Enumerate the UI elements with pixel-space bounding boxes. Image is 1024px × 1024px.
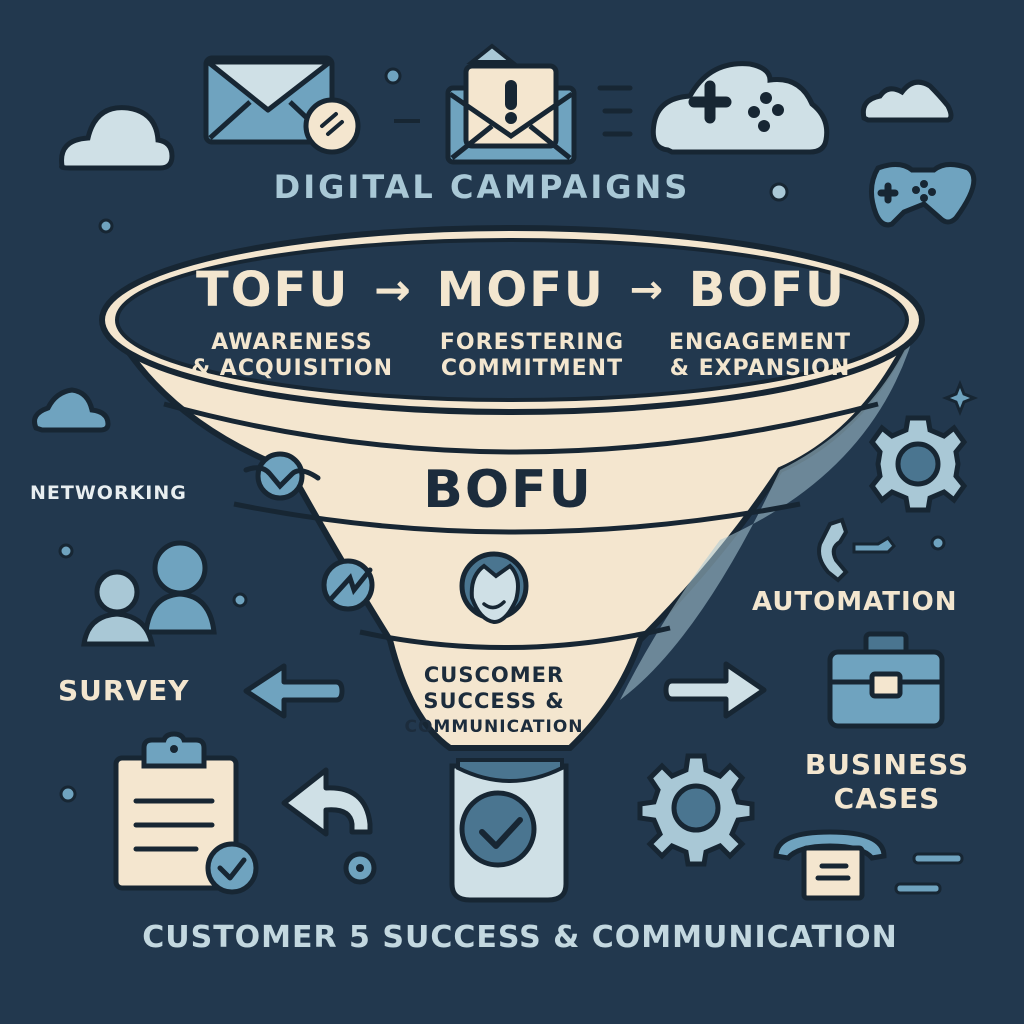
stage-bofu: BOFU bbox=[688, 262, 846, 318]
gamepad-icon bbox=[869, 162, 977, 228]
cloud-gamepad-icon bbox=[650, 61, 830, 155]
stage-description-mofu: FORESTERING COMMITMENT bbox=[439, 330, 625, 381]
stage-description-bofu: ENGAGEMENT & EXPANSION bbox=[669, 330, 851, 381]
funnel-graphic bbox=[99, 225, 925, 903]
dot-icon bbox=[769, 182, 789, 202]
dot-icon bbox=[98, 218, 114, 234]
envelope-icon bbox=[203, 55, 361, 155]
stage-arrow-icon: → bbox=[629, 267, 665, 313]
funnel-stages-line: TOFU → MOFU → BOFU bbox=[196, 262, 846, 318]
alert-envelope-icon bbox=[445, 43, 577, 165]
undo-arrow-icon bbox=[281, 767, 373, 837]
dot-icon bbox=[930, 535, 946, 551]
clipboard-check-icon bbox=[113, 731, 259, 895]
cloud-icon bbox=[32, 387, 111, 433]
header-title: DIGITAL CAMPAIGNS bbox=[273, 168, 691, 206]
briefcase-icon bbox=[827, 631, 945, 729]
trend-badge-icon bbox=[321, 558, 375, 612]
business-cases-label: BUSINESS CASES bbox=[804, 748, 970, 815]
stage-tofu: TOFU bbox=[196, 262, 350, 318]
networking-label: NETWORKING bbox=[30, 482, 187, 504]
stage-arrow-icon: → bbox=[374, 264, 412, 316]
arrow-right-icon bbox=[663, 661, 767, 719]
telephone-icon bbox=[773, 829, 964, 901]
funnel-bottom-label: CUSCOMER SUCCESS & COMMUNICATION bbox=[404, 663, 584, 737]
automation-label: AUTOMATION bbox=[752, 587, 958, 617]
stage-description-tofu: AWARENESS & ACQUISITION bbox=[190, 330, 394, 381]
dot-icon bbox=[58, 543, 74, 559]
dot-icon bbox=[59, 785, 77, 803]
sparkle-icon bbox=[941, 379, 979, 417]
band-badge-icon bbox=[243, 451, 321, 501]
middle-band-label: BOFU bbox=[423, 460, 593, 520]
people-icon bbox=[81, 540, 217, 647]
stage-mofu: MOFU bbox=[436, 262, 605, 318]
gear-icon bbox=[868, 415, 968, 513]
dot-icon bbox=[232, 592, 248, 608]
cloud-icon bbox=[860, 79, 954, 123]
speed-lines-decoration bbox=[597, 85, 633, 137]
gear-icon bbox=[637, 753, 755, 867]
cloud-icon bbox=[59, 105, 175, 171]
wrench-icon bbox=[817, 517, 896, 583]
arrow-left-icon bbox=[243, 663, 345, 719]
customer-support-icon bbox=[459, 551, 529, 625]
footer-caption: CUSTOMER 5 SUCCESS & COMMUNICATION bbox=[142, 920, 898, 955]
dot-icon bbox=[384, 67, 402, 85]
check-cylinder-icon bbox=[449, 758, 569, 903]
survey-label: SURVEY bbox=[58, 674, 190, 707]
